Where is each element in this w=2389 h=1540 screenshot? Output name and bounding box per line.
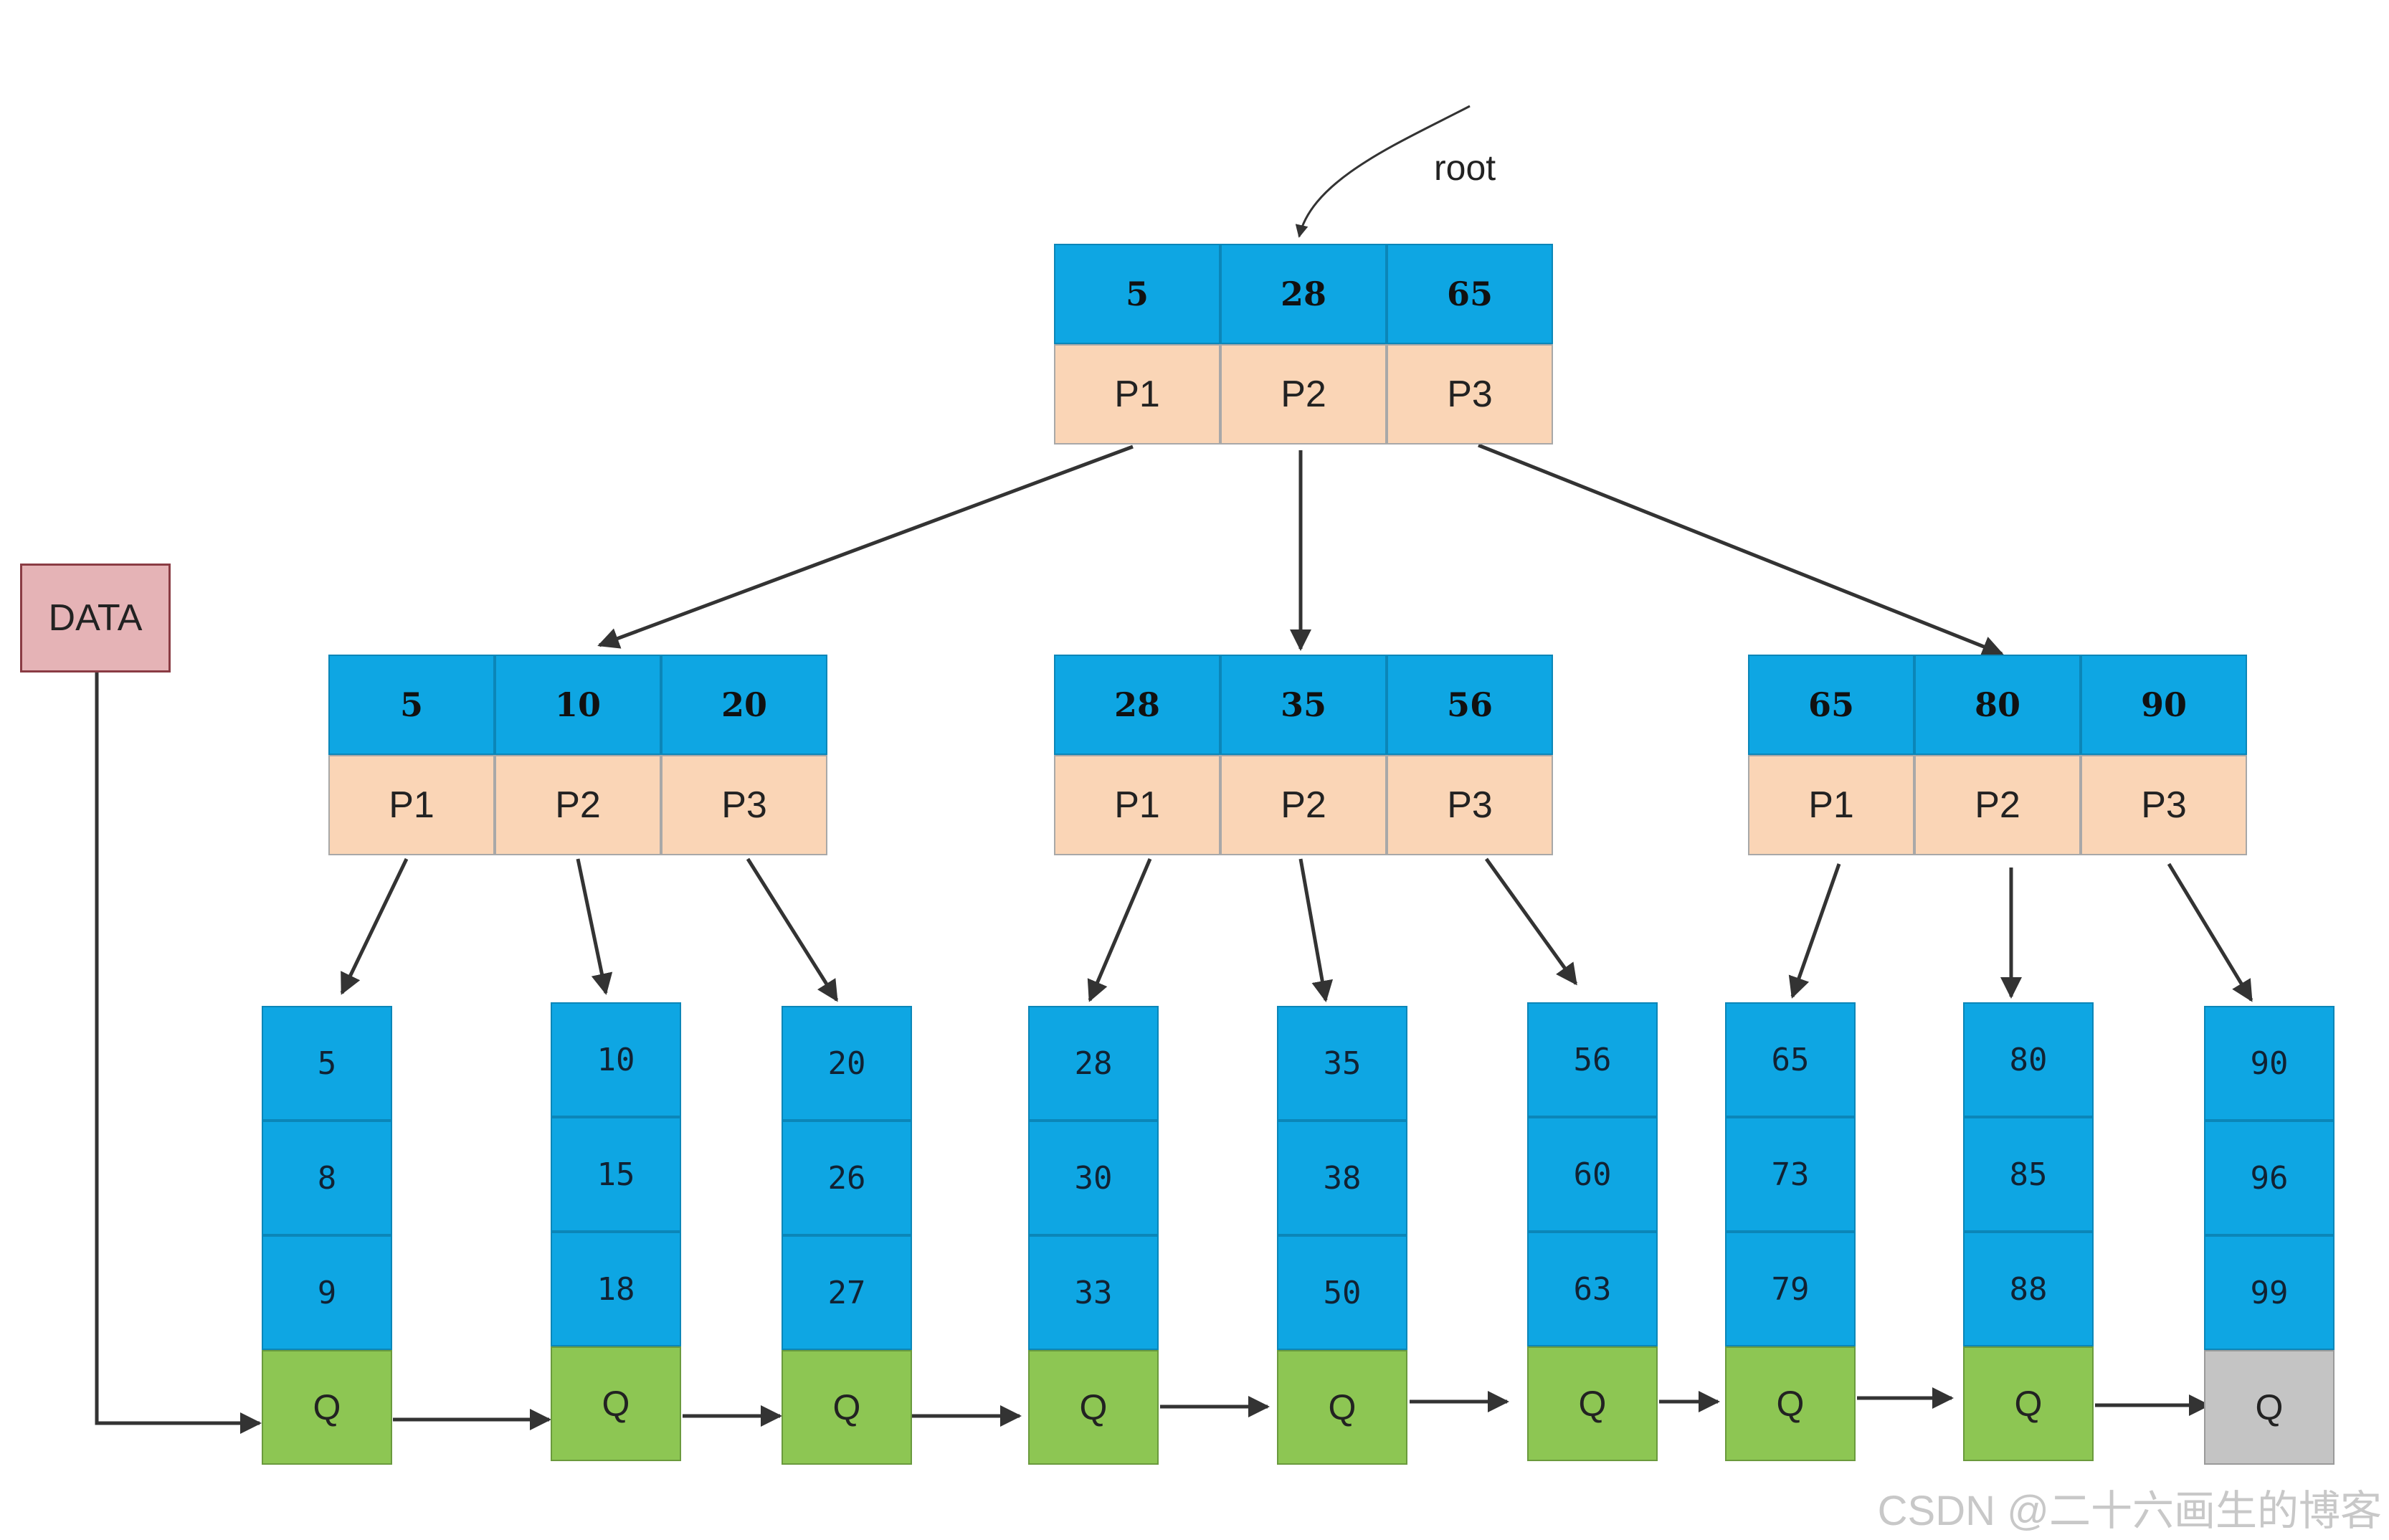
leaf-node: 28 30 33 Q — [1028, 1006, 1159, 1465]
root-node: 5 28 65 P1 P2 P3 — [1054, 244, 1553, 445]
leaf-value: 8 — [262, 1121, 392, 1235]
internal-key: 35 — [1220, 655, 1387, 755]
leaf-link-cell: Q — [1527, 1346, 1658, 1461]
internal-key: 10 — [495, 655, 661, 755]
internal-key: 5 — [328, 655, 495, 755]
leaf-value: 79 — [1725, 1232, 1856, 1346]
leaf-value: 38 — [1277, 1121, 1407, 1235]
edge-i1-p1 — [340, 857, 409, 995]
edge-root-p3 — [1478, 443, 2004, 657]
leaf-value: 50 — [1277, 1235, 1407, 1350]
leaf-node: 35 38 50 Q — [1277, 1006, 1407, 1465]
internal-pointer: P3 — [661, 755, 827, 855]
internal-key: 20 — [661, 655, 827, 755]
internal-pointer: P3 — [1387, 755, 1553, 855]
leaf-node: 80 85 88 Q — [1963, 1002, 2094, 1461]
leaf-value: 9 — [262, 1235, 392, 1350]
internal-node: 28 35 56 P1 P2 P3 — [1054, 655, 1553, 855]
leaf-value: 90 — [2204, 1006, 2335, 1121]
leaf-value: 88 — [1963, 1232, 2094, 1346]
leaf-value: 56 — [1527, 1002, 1658, 1117]
leaf-link-cell-last: Q — [2204, 1350, 2335, 1465]
edge-i1-p2 — [576, 858, 613, 995]
root-arrow — [1295, 105, 1471, 238]
leaf-value: 5 — [262, 1006, 392, 1121]
leaf-link-cell: Q — [1277, 1350, 1407, 1465]
internal-key: 65 — [1748, 655, 1914, 755]
internal-pointer: P2 — [1220, 755, 1387, 855]
root-key: 5 — [1054, 244, 1220, 344]
internal-node: 65 80 90 P1 P2 P3 — [1748, 655, 2247, 855]
leaf-link-cell: Q — [782, 1350, 912, 1465]
leaf-value: 27 — [782, 1235, 912, 1350]
leaf-value: 85 — [1963, 1117, 2094, 1232]
edge-i1-p3 — [746, 857, 839, 1002]
edge-i2-p2 — [1298, 858, 1334, 1002]
edge-root-p1 — [597, 445, 1134, 649]
leaf-link-cell: Q — [262, 1350, 392, 1465]
leaf-value: 33 — [1028, 1235, 1159, 1350]
leaf-value: 73 — [1725, 1117, 1856, 1232]
internal-key: 80 — [1914, 655, 2081, 755]
leaf-node: 90 96 99 Q — [2204, 1006, 2335, 1465]
data-box: DATA — [20, 564, 171, 672]
leaf-value: 10 — [551, 1002, 681, 1117]
internal-node: 5 10 20 P1 P2 P3 — [328, 655, 827, 855]
leaf-link-cell: Q — [1963, 1346, 2094, 1461]
leaf-value: 63 — [1527, 1232, 1658, 1346]
leaf-link-cell: Q — [551, 1346, 681, 1461]
leaf-node: 20 26 27 Q — [782, 1006, 912, 1465]
leaf-value: 15 — [551, 1117, 681, 1232]
leaf-node: 5 8 9 Q — [262, 1006, 392, 1465]
root-key: 28 — [1220, 244, 1387, 344]
leaf-value: 80 — [1963, 1002, 2094, 1117]
internal-key: 56 — [1387, 655, 1553, 755]
edge-i2-p1 — [1087, 858, 1152, 1002]
leaf-value: 18 — [551, 1232, 681, 1346]
internal-pointer: P2 — [495, 755, 661, 855]
leaf-node: 56 60 63 Q — [1527, 1002, 1658, 1461]
edge-i3-p1 — [1788, 863, 1841, 999]
leaf-value: 26 — [782, 1121, 912, 1235]
leaf-value: 35 — [1277, 1006, 1407, 1121]
internal-key: 28 — [1054, 655, 1220, 755]
leaf-node: 10 15 18 Q — [551, 1002, 681, 1461]
root-label: root — [1434, 148, 1496, 188]
root-pointer: P1 — [1054, 344, 1220, 445]
internal-pointer: P1 — [1748, 755, 1914, 855]
internal-key: 90 — [2081, 655, 2247, 755]
internal-pointer: P1 — [328, 755, 495, 855]
edge-i3-p3 — [2167, 862, 2253, 1002]
internal-pointer: P2 — [1914, 755, 2081, 855]
internal-pointer: P1 — [1054, 755, 1220, 855]
root-pointer: P3 — [1387, 344, 1553, 445]
internal-pointer: P3 — [2081, 755, 2247, 855]
leaf-value: 96 — [2204, 1121, 2335, 1235]
leaf-node: 65 73 79 Q — [1725, 1002, 1856, 1461]
leaf-link-cell: Q — [1028, 1350, 1159, 1465]
leaf-link-cell: Q — [1725, 1346, 1856, 1461]
data-link-line — [95, 672, 262, 1434]
leaf-value: 60 — [1527, 1117, 1658, 1232]
root-key: 65 — [1387, 244, 1553, 344]
watermark: CSDN @二十六画生的博客 — [1877, 1488, 2382, 1534]
leaf-value: 99 — [2204, 1235, 2335, 1350]
leaf-value: 30 — [1028, 1121, 1159, 1235]
leaf-value: 28 — [1028, 1006, 1159, 1121]
edge-i2-p3 — [1484, 857, 1578, 986]
root-pointer: P2 — [1220, 344, 1387, 445]
leaf-value: 20 — [782, 1006, 912, 1121]
leaf-value: 65 — [1725, 1002, 1856, 1117]
